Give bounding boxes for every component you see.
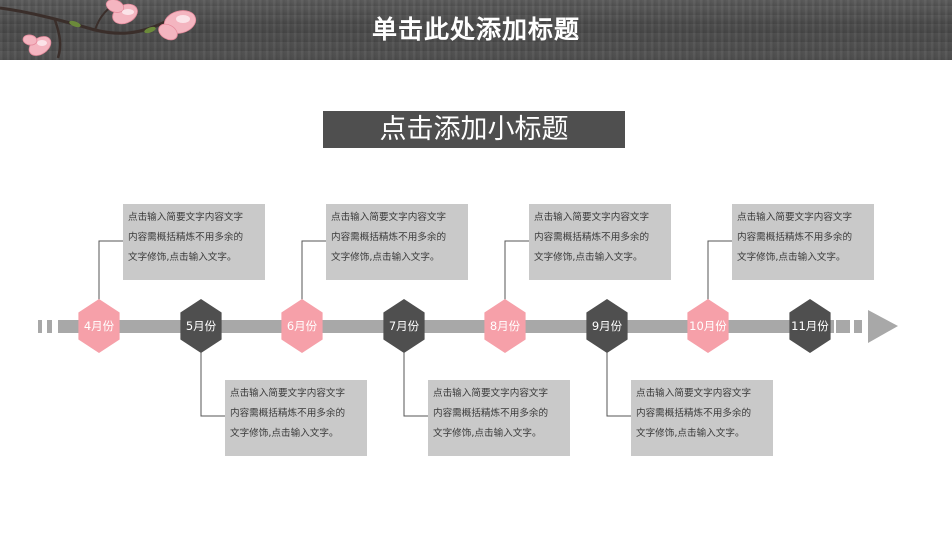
timeline-dash — [854, 320, 862, 333]
connector-line — [98, 240, 123, 302]
connector-line — [504, 240, 529, 302]
timeline-note[interactable]: 点击输入简要文字内容文字内容需概括精炼不用多余的文字修饰,点击输入文字。 — [631, 380, 773, 456]
timeline-dash — [47, 320, 52, 333]
connector-line — [707, 240, 732, 302]
timeline-dash — [38, 320, 42, 333]
timeline-dash — [58, 320, 72, 333]
note-text-line: 内容需概括精炼不用多余的 — [433, 408, 549, 419]
note-text-line: 点击输入简要文字内容文字 — [636, 388, 752, 399]
month-label: 11月份 — [791, 319, 829, 333]
note-text-line: 内容需概括精炼不用多余的 — [230, 408, 346, 419]
month-hexagon[interactable] — [180, 299, 222, 353]
note-text-line: 内容需概括精炼不用多余的 — [331, 232, 447, 243]
subtitle-box[interactable]: 点击添加小标题 — [323, 111, 625, 148]
note-text-line: 文字修饰,点击输入文字。 — [534, 252, 643, 263]
note-text-line: 文字修饰,点击输入文字。 — [230, 428, 339, 439]
page-title[interactable]: 单击此处添加标题 — [371, 15, 580, 44]
note-text-line: 内容需概括精炼不用多余的 — [636, 408, 752, 419]
connector-line — [301, 240, 326, 302]
note-text-line: 内容需概括精炼不用多余的 — [534, 232, 650, 243]
month-label: 7月份 — [388, 319, 420, 333]
timeline-note[interactable]: 点击输入简要文字内容文字内容需概括精炼不用多余的文字修饰,点击输入文字。 — [428, 380, 570, 456]
note-text-line: 文字修饰,点击输入文字。 — [128, 252, 237, 263]
timeline-note[interactable]: 点击输入简要文字内容文字内容需概括精炼不用多余的文字修饰,点击输入文字。 — [123, 204, 265, 280]
month-hexagon[interactable] — [484, 299, 526, 353]
month-label: 8月份 — [489, 319, 521, 333]
note-text-line: 点击输入简要文字内容文字 — [230, 388, 346, 399]
timeline-note[interactable]: 点击输入简要文字内容文字内容需概括精炼不用多余的文字修饰,点击输入文字。 — [529, 204, 671, 280]
note-text-line: 文字修饰,点击输入文字。 — [433, 428, 542, 439]
header-banner: 单击此处添加标题 — [0, 0, 952, 60]
note-text-line: 点击输入简要文字内容文字 — [737, 212, 853, 223]
note-text-line: 点击输入简要文字内容文字 — [128, 212, 244, 223]
timeline-bar — [72, 320, 834, 333]
month-hexagon[interactable] — [281, 299, 323, 353]
note-text-line: 内容需概括精炼不用多余的 — [737, 232, 853, 243]
month-label: 4月份 — [83, 319, 115, 333]
note-text-line: 文字修饰,点击输入文字。 — [636, 428, 745, 439]
note-text-line: 点击输入简要文字内容文字 — [534, 212, 650, 223]
note-text-line: 文字修饰,点击输入文字。 — [331, 252, 440, 263]
month-hexagon[interactable] — [78, 299, 120, 353]
timeline-note[interactable]: 点击输入简要文字内容文字内容需概括精炼不用多余的文字修饰,点击输入文字。 — [732, 204, 874, 280]
month-hexagon[interactable] — [383, 299, 425, 353]
month-hexagon[interactable] — [586, 299, 628, 353]
connector-line — [606, 350, 631, 417]
timeline-note[interactable]: 点击输入简要文字内容文字内容需概括精炼不用多余的文字修饰,点击输入文字。 — [225, 380, 367, 456]
connector-line — [403, 350, 428, 417]
month-label: 5月份 — [185, 319, 217, 333]
month-label: 10月份 — [689, 319, 727, 333]
timeline-dash — [836, 320, 850, 333]
timeline-arrow-icon — [868, 310, 898, 343]
note-text-line: 点击输入简要文字内容文字 — [331, 212, 447, 223]
note-text-line: 内容需概括精炼不用多余的 — [128, 232, 244, 243]
note-text-line: 文字修饰,点击输入文字。 — [737, 252, 846, 263]
note-text-line: 点击输入简要文字内容文字 — [433, 388, 549, 399]
month-hexagon[interactable] — [789, 299, 831, 353]
month-label: 6月份 — [286, 319, 318, 333]
month-label: 9月份 — [591, 319, 623, 333]
timeline-note[interactable]: 点击输入简要文字内容文字内容需概括精炼不用多余的文字修饰,点击输入文字。 — [326, 204, 468, 280]
month-hexagon[interactable] — [687, 299, 729, 353]
flower-branch-icon — [0, 0, 197, 59]
connector-line — [200, 350, 225, 417]
